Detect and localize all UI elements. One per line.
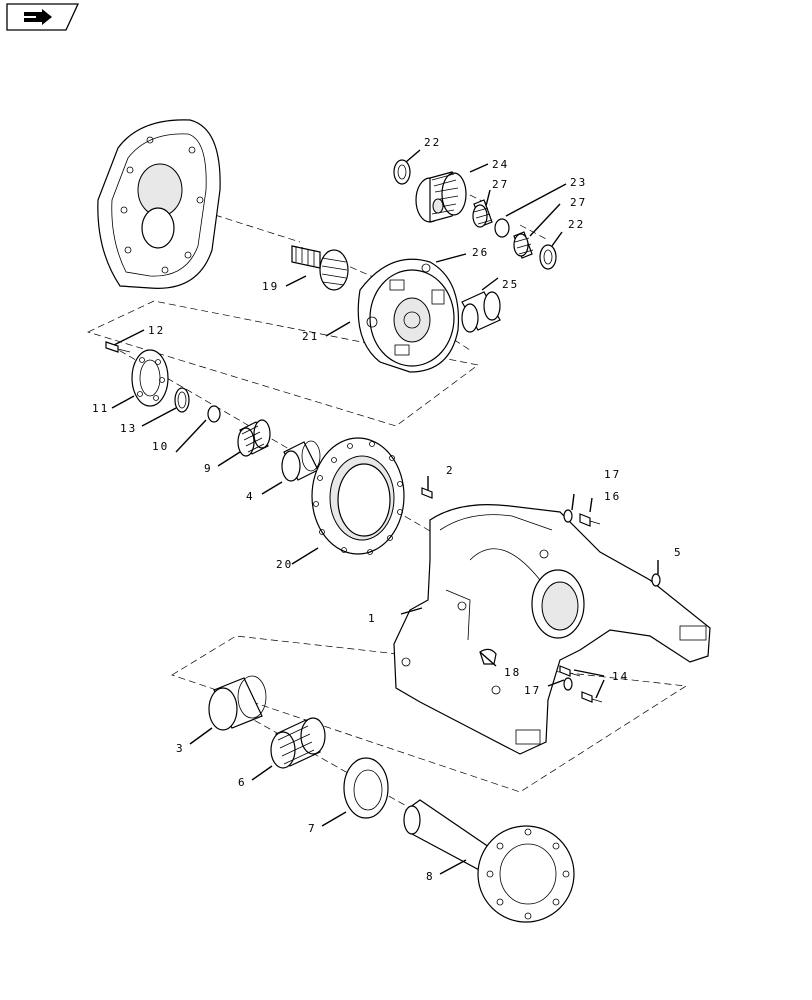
next-page-arrow-icon xyxy=(24,9,52,25)
bolt-14-upper xyxy=(559,665,581,677)
upper-assembly-boundary xyxy=(87,300,479,427)
thrust-washer-lower xyxy=(539,244,557,270)
washer-17-lower xyxy=(563,677,573,691)
label-18: 18 xyxy=(504,666,521,679)
bolt-14-lower xyxy=(581,691,603,703)
label-19: 19 xyxy=(262,280,279,293)
bearing-cup-inner xyxy=(281,440,321,482)
planet-gear xyxy=(415,171,467,223)
label-13: 13 xyxy=(120,422,137,435)
planet-carrier xyxy=(357,258,460,373)
label-12: 12 xyxy=(148,324,165,337)
leader-lines xyxy=(111,149,659,875)
thrust-washer-upper xyxy=(393,159,411,185)
tapered-roller-bearing-inner xyxy=(237,419,271,457)
washer-17-top xyxy=(563,509,573,523)
tapered-roller-bearing-outer xyxy=(270,717,326,769)
label-22-bottom: 22 xyxy=(568,218,585,231)
label-23: 23 xyxy=(570,176,587,189)
label-27-top: 27 xyxy=(492,178,509,191)
label-17-lower: 17 xyxy=(524,684,541,697)
label-24: 24 xyxy=(492,158,509,171)
bolt-16 xyxy=(579,513,601,527)
part-number-labels: 1 2 3 4 5 6 7 8 9 10 11 12 13 14 16 17 1… xyxy=(92,136,683,883)
label-2: 2 xyxy=(446,464,455,477)
snap-ring xyxy=(174,387,190,413)
label-26: 26 xyxy=(472,246,489,259)
drain-plug xyxy=(651,573,661,587)
label-20: 20 xyxy=(276,558,293,571)
label-16: 16 xyxy=(604,490,621,503)
spacer-ring xyxy=(494,218,510,238)
label-5: 5 xyxy=(674,546,683,559)
label-11: 11 xyxy=(92,402,109,415)
label-8: 8 xyxy=(426,870,435,883)
dowel-pin xyxy=(421,487,433,499)
planetary-cover-housing xyxy=(97,119,221,289)
mounting-bracket xyxy=(479,648,497,665)
needle-bearing-upper xyxy=(472,199,493,228)
retaining-nut xyxy=(207,405,221,423)
pinion-shaft xyxy=(291,245,349,291)
label-21: 21 xyxy=(302,330,319,343)
ring-gear xyxy=(311,437,405,555)
label-27-bottom: 27 xyxy=(570,196,587,209)
label-10: 10 xyxy=(152,440,169,453)
label-4: 4 xyxy=(246,490,255,503)
label-6: 6 xyxy=(238,776,247,789)
label-9: 9 xyxy=(204,462,213,475)
label-7: 7 xyxy=(308,822,317,835)
lower-assembly-boundary xyxy=(171,635,688,793)
needle-bearing-lower xyxy=(513,231,534,259)
label-17-top: 17 xyxy=(604,468,621,481)
label-25: 25 xyxy=(502,278,519,291)
label-14: 14 xyxy=(612,670,629,683)
planet-pin xyxy=(461,291,501,333)
label-1: 1 xyxy=(368,612,377,625)
label-22-top: 22 xyxy=(424,136,441,149)
label-3: 3 xyxy=(176,742,185,755)
lock-plate xyxy=(131,349,169,407)
axle-shaft xyxy=(403,799,575,923)
next-page-button[interactable] xyxy=(6,3,80,31)
oil-seal xyxy=(343,757,389,819)
bearing-cup-outer xyxy=(208,675,267,731)
axle-housing xyxy=(393,504,711,755)
